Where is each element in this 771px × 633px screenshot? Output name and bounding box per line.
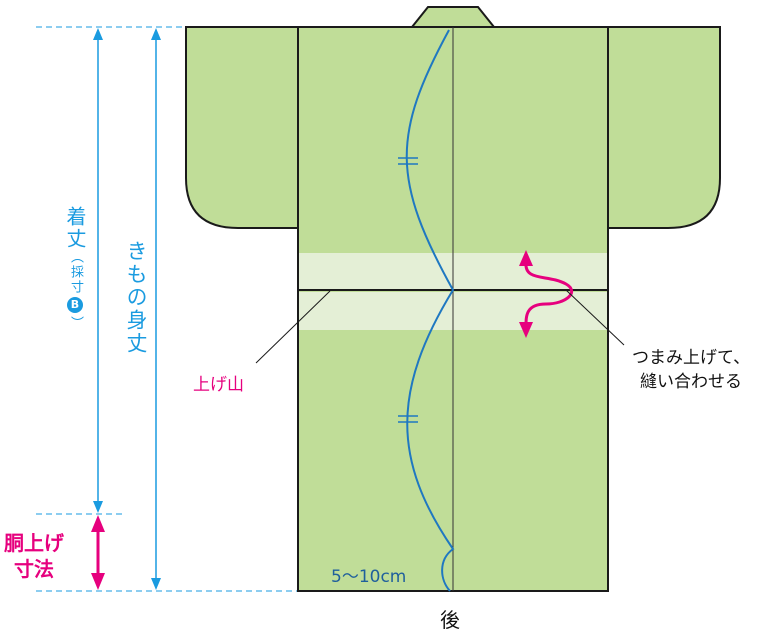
range-label: 5〜10cm xyxy=(331,567,407,587)
ageyama-label: 上げ山 xyxy=(193,375,244,395)
curl-arrow-icon xyxy=(519,250,574,338)
mitake-dimension xyxy=(151,28,161,590)
kitake-label: 着丈（採寸 xyxy=(63,206,87,295)
kitake-paren: （採寸 xyxy=(68,250,83,295)
double-arrow-icon xyxy=(91,515,105,590)
b-badge-label: B xyxy=(70,298,80,311)
left-sleeve xyxy=(185,26,299,229)
note-line2: 縫い合わせる xyxy=(640,372,742,392)
note-line1: つまみ上げて、 xyxy=(632,348,751,368)
b-badge-icon xyxy=(67,297,83,313)
mitake-label: きもの身丈 xyxy=(124,240,148,355)
doage-label-line2: 寸法 xyxy=(14,557,54,581)
ageyama-leader xyxy=(255,290,331,364)
note-leader xyxy=(565,289,625,346)
curved-seam xyxy=(405,29,455,592)
ushiro-label: 後 xyxy=(440,608,460,632)
kitake-close-label: ） xyxy=(68,316,83,331)
equal-mark-upper xyxy=(398,157,418,165)
doage-label-line1: 胴上げ xyxy=(4,531,64,555)
equal-mark-lower xyxy=(398,415,418,423)
collar xyxy=(409,6,497,28)
kitake-text: 着丈 xyxy=(63,206,87,250)
right-sleeve xyxy=(607,26,721,229)
kitake-dimension xyxy=(93,28,103,513)
